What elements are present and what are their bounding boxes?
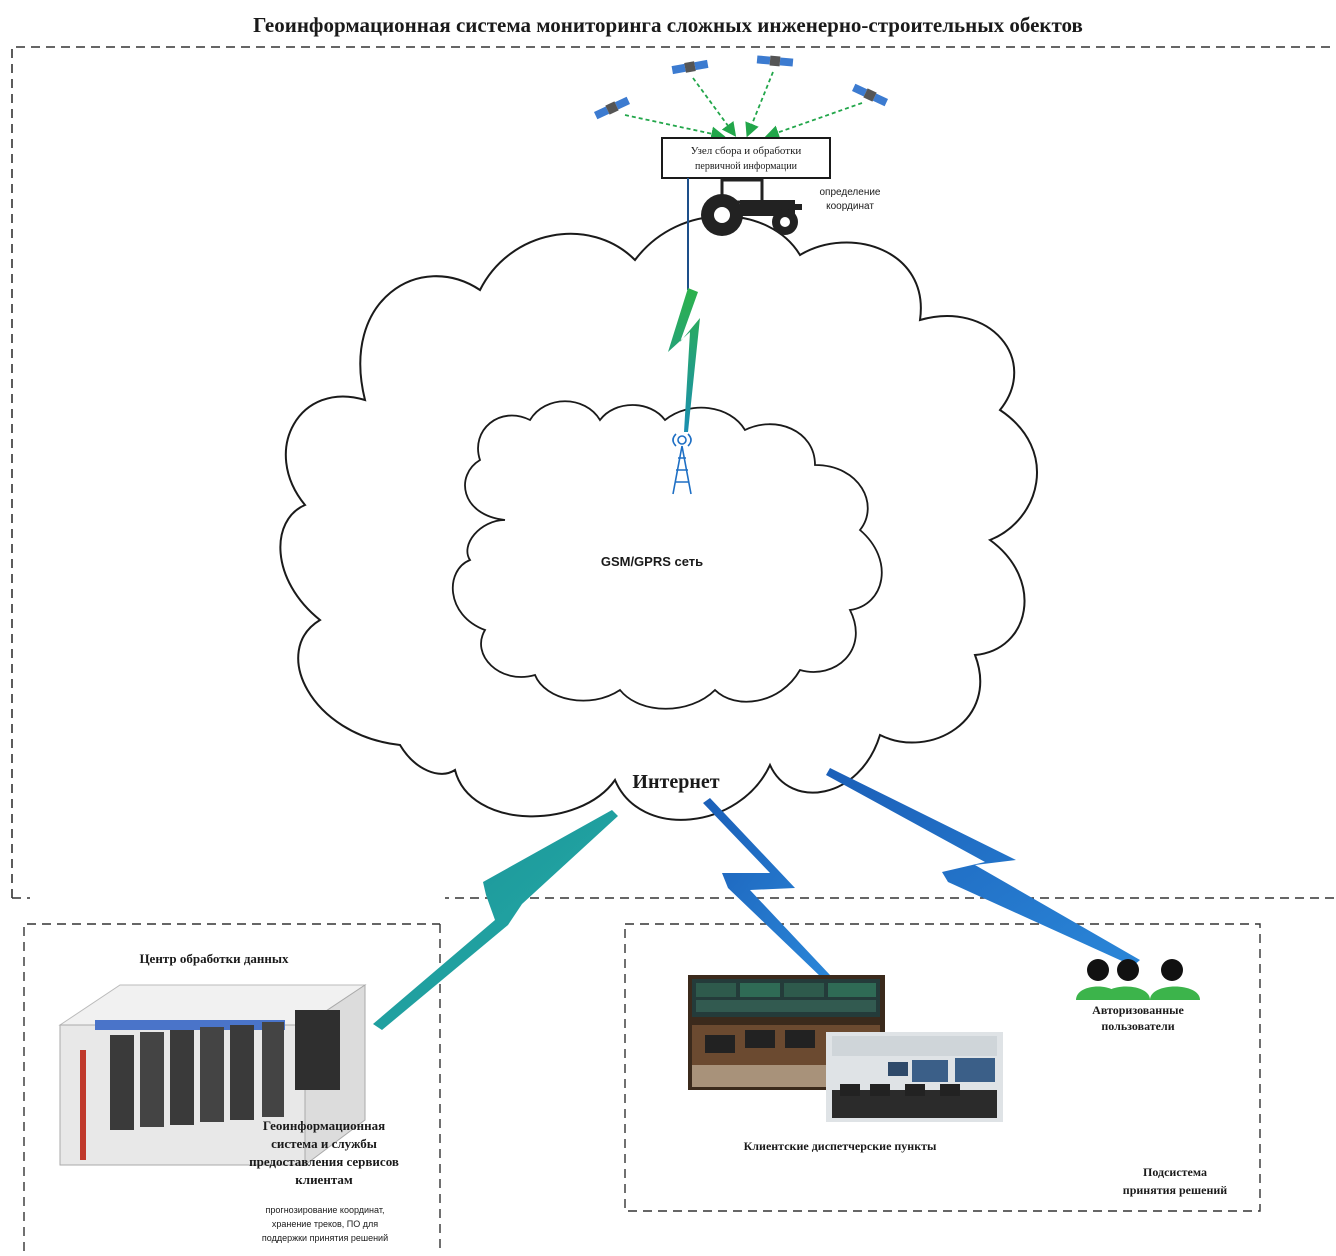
subsystem-label-line1: Подсистема — [1143, 1165, 1207, 1179]
cell-tower-icon — [672, 433, 692, 495]
decision-subsystem-boundary — [624, 923, 1261, 1212]
functions-line3: поддержки принятия решений — [262, 1233, 388, 1243]
gis-service-line4: клиентам — [295, 1172, 353, 1187]
server-container-illustration — [58, 984, 367, 1166]
diagram-title: Геоинформационная система мониторинга сл… — [253, 13, 1083, 37]
data-center-title: Центр обработки данных — [139, 951, 289, 966]
tractor-icon — [701, 178, 802, 236]
gis-service-line2: система и службы — [271, 1136, 377, 1151]
gis-service-line3: предоставления сервисов — [249, 1154, 399, 1169]
satellite-signal-arrows — [624, 71, 863, 141]
gis-service-line1: Геоинформационная — [263, 1118, 385, 1133]
gsm-gprs-cloud — [451, 400, 883, 710]
satellite-icon — [756, 55, 794, 67]
users-icon — [1076, 959, 1200, 1000]
internet-label: Интернет — [632, 771, 719, 793]
satellite-icon — [851, 83, 889, 107]
gsm-wireless-link — [668, 288, 700, 432]
system-boundary — [11, 46, 1334, 899]
data-collection-node — [661, 137, 831, 179]
dispatch-points-label: Клиентские диспетчерские пункты — [744, 1139, 937, 1153]
data-center-wireless-link — [373, 810, 618, 1030]
coordinates-note-line2: координат — [826, 201, 874, 212]
data-center-boundary — [23, 923, 441, 1251]
subsystem-label-line2: принятия решений — [1123, 1183, 1227, 1197]
users-wireless-link — [826, 768, 1140, 966]
users-label-line1: Авторизованные — [1092, 1003, 1184, 1017]
satellite-icon — [671, 59, 709, 75]
coordinates-note-line1: определение — [819, 187, 880, 198]
node-label-line2: первичной информации — [695, 161, 798, 172]
users-label-line2: пользователи — [1101, 1019, 1174, 1033]
dispatch-center-photo — [826, 1032, 1003, 1122]
node-label-line1: Узел сбора и обработки — [691, 145, 802, 157]
satellite-icon — [593, 96, 631, 120]
functions-line2: хранение треков, ПО для — [272, 1219, 378, 1229]
functions-line1: прогнозирование координат, — [266, 1205, 385, 1215]
gsm-gprs-label: GSM/GPRS сеть — [601, 554, 703, 569]
dispatch-wireless-link — [703, 798, 830, 978]
